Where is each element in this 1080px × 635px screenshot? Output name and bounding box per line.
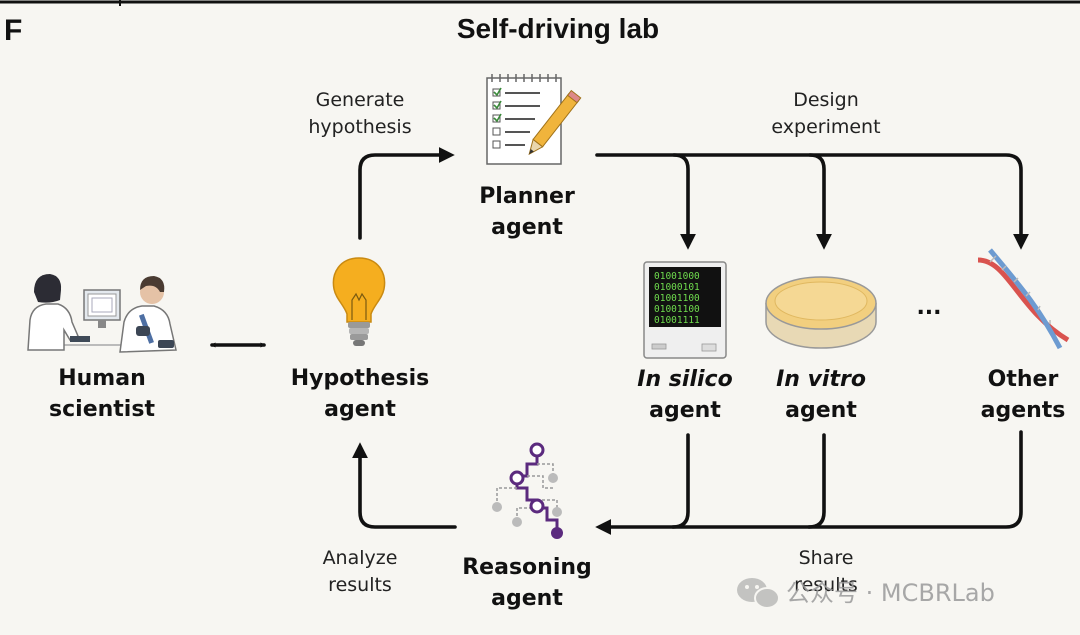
in-silico-agent-label-line1: In silico xyxy=(637,367,732,392)
checklist-notepad-icon xyxy=(486,74,582,165)
analyze-results-label-line2: results xyxy=(328,574,392,596)
design-experiment-label-line2: experiment xyxy=(771,116,880,138)
reasoning-agent-label-line2: agent xyxy=(491,586,563,611)
human-scientist-label-line2: scientist xyxy=(49,397,155,422)
arrow-planner-to-in-vitro xyxy=(808,153,832,250)
scientists-icon xyxy=(27,274,177,353)
generate-hypothesis-label-line1: Generate xyxy=(316,89,405,111)
in-silico-agent-label-line2: agent xyxy=(649,398,721,423)
arrow-other-to-reasoning xyxy=(595,430,1023,535)
panel-letter: F xyxy=(4,14,22,47)
in-vitro-agent-label-line2: agent xyxy=(785,398,857,423)
human-scientist-label-line1: Human xyxy=(58,366,146,391)
arrow-reasoning-to-hypothesis xyxy=(352,442,457,529)
in-vitro-agent-label-line1: In vitro xyxy=(776,367,866,392)
binary-line: 01001100 xyxy=(654,293,700,304)
more-agents-ellipsis: ... xyxy=(916,295,941,320)
design-experiment-label-line1: Design xyxy=(793,89,859,111)
arrow-in-silico-to-reasoning xyxy=(671,433,690,529)
lightbulb-icon xyxy=(332,257,386,346)
computer-icon: 01001000 01000101 01001100 01001100 0100… xyxy=(643,261,727,359)
binary-line: 01001100 xyxy=(654,304,700,315)
arrow-planner-to-other xyxy=(595,153,1029,250)
arrow-planner-to-in-silico xyxy=(672,153,696,250)
hypothesis-agent-label-line2: agent xyxy=(324,397,396,422)
planner-agent-label-line1: Planner xyxy=(479,184,575,209)
hypothesis-agent-label-line1: Hypothesis xyxy=(291,366,429,391)
binary-line: 01000101 xyxy=(654,282,700,293)
binary-line: 01001000 xyxy=(654,271,700,282)
wechat-icon xyxy=(737,578,780,609)
petri-dish-icon xyxy=(765,276,877,349)
arrow-hypothesis-to-planner xyxy=(358,147,455,240)
planner-agent-label-line2: agent xyxy=(491,215,563,240)
figure-title: Self-driving lab xyxy=(457,13,659,44)
decision-tree-icon xyxy=(492,442,563,539)
reasoning-agent-label-line1: Reasoning xyxy=(462,555,592,580)
other-agents-label-line1: Other xyxy=(988,367,1059,392)
watermark-text: 公众号 · MCBRLab xyxy=(786,579,995,607)
binary-line: 01001111 xyxy=(654,315,700,326)
analyze-results-label-line1: Analyze xyxy=(323,547,398,569)
arrow-in-vitro-to-reasoning xyxy=(807,433,826,529)
dna-helix-icon xyxy=(977,248,1070,350)
generate-hypothesis-label-line2: hypothesis xyxy=(308,116,411,138)
other-agents-label-line2: agents xyxy=(981,398,1066,423)
share-results-label-line2: results xyxy=(794,574,858,596)
share-results-label-line1: Share xyxy=(799,547,854,569)
